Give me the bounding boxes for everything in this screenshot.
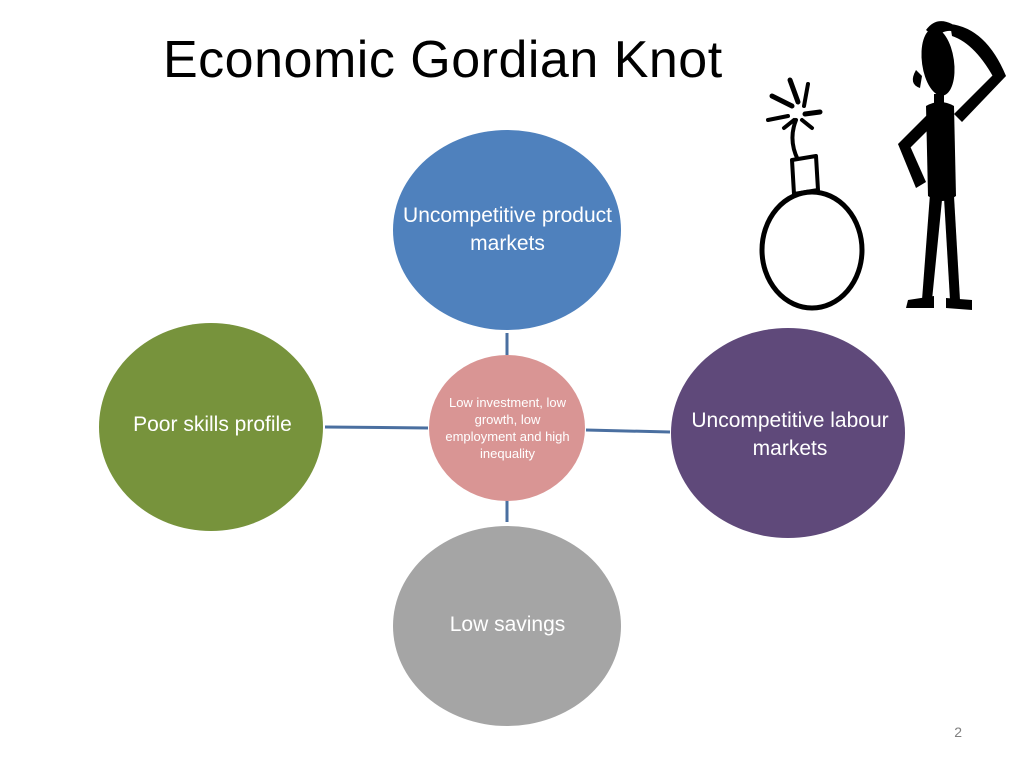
label-product-markets: Uncompetitive product markets [403,204,612,255]
confused-person-icon [898,21,1006,310]
label-savings: Low savings [449,613,566,636]
bubble-savings [393,526,621,726]
label-labour-markets: Uncompetitive labour markets [691,409,889,460]
bubble-product-markets [393,130,621,330]
label-center: Low investment, low growth, low employme… [445,394,570,461]
bubble-skills-profile [99,323,323,531]
bomb-icon [759,77,865,311]
slide-number: 2 [954,724,962,740]
slide-title: Economic Gordian Knot [163,31,723,89]
connector-left [324,425,429,430]
bomb-and-figure-clipart [759,21,1006,311]
bubble-center [429,355,585,501]
connector-right [585,428,671,434]
bubble-labour-markets [671,328,905,538]
label-skills-profile: Poor skills profile [133,413,292,436]
